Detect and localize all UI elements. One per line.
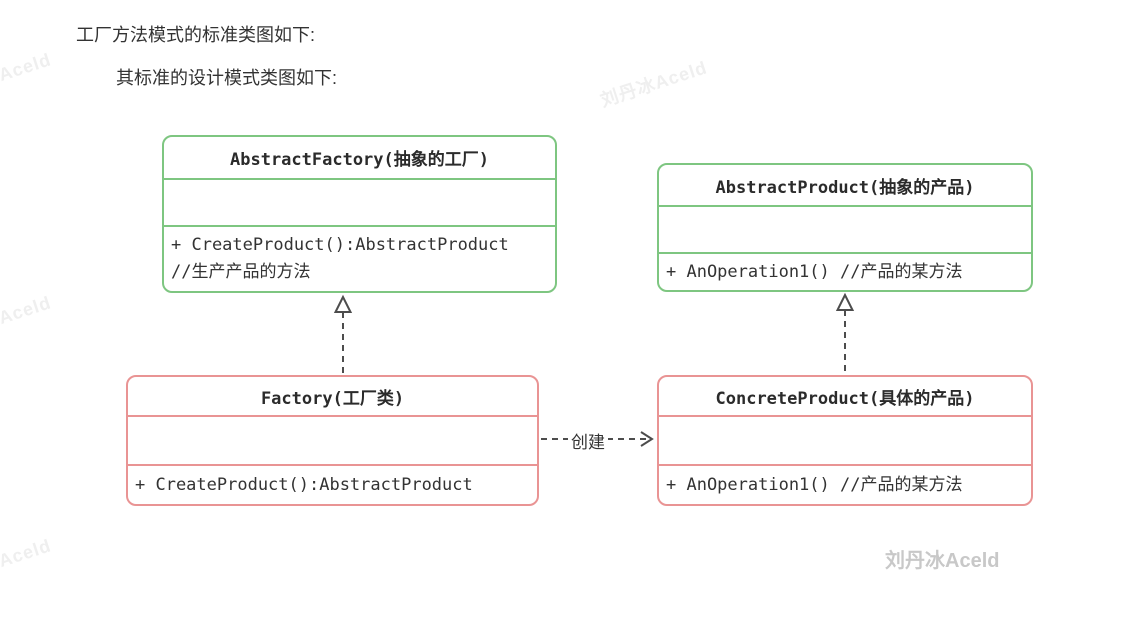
method-signature: + CreateProduct():AbstractProduct: [135, 474, 473, 495]
class-title: Factory(工厂类): [128, 377, 537, 417]
dependency-label-create: 创建: [568, 428, 608, 453]
class-methods: + CreateProduct():AbstractProduct: [128, 466, 537, 504]
class-title: ConcreteProduct(具体的产品): [659, 377, 1031, 417]
class-title: AbstractFactory(抽象的工厂): [164, 137, 555, 180]
class-box-abstract-factory: AbstractFactory(抽象的工厂) + CreateProduct()…: [162, 135, 557, 293]
class-box-concrete-product: ConcreteProduct(具体的产品) + AnOperation1() …: [657, 375, 1033, 506]
realization-arrow-factory-triangle-icon: [333, 294, 353, 313]
class-attributes-empty: [659, 417, 1031, 466]
method-signature: + AnOperation1() //产品的某方法: [666, 261, 963, 282]
class-methods: + AnOperation1() //产品的某方法: [659, 466, 1031, 504]
watermark-author: 刘丹冰Aceld: [885, 550, 1000, 572]
class-attributes-empty: [659, 207, 1031, 254]
class-attributes-empty: [128, 417, 537, 466]
realization-arrow-product-triangle-icon: [835, 292, 855, 311]
heading-standard-diagram: 其标准的设计模式类图如下:: [116, 68, 337, 88]
class-box-abstract-product: AbstractProduct(抽象的产品) + AnOperation1() …: [657, 163, 1033, 292]
dependency-arrow-create-head-icon: [640, 431, 654, 447]
class-methods: + CreateProduct():AbstractProduct //生产产品…: [164, 227, 555, 291]
class-attributes-empty: [164, 180, 555, 227]
method-signature: + AnOperation1() //产品的某方法: [666, 474, 963, 495]
heading-factory-pattern: 工厂方法模式的标准类图如下:: [76, 25, 315, 45]
class-methods: + AnOperation1() //产品的某方法: [659, 254, 1031, 290]
class-box-factory: Factory(工厂类) + CreateProduct():AbstractP…: [126, 375, 539, 506]
method-signature: + CreateProduct():AbstractProduct: [171, 235, 509, 255]
class-title: AbstractProduct(抽象的产品): [659, 165, 1031, 207]
method-comment: //生产产品的方法: [171, 262, 311, 282]
